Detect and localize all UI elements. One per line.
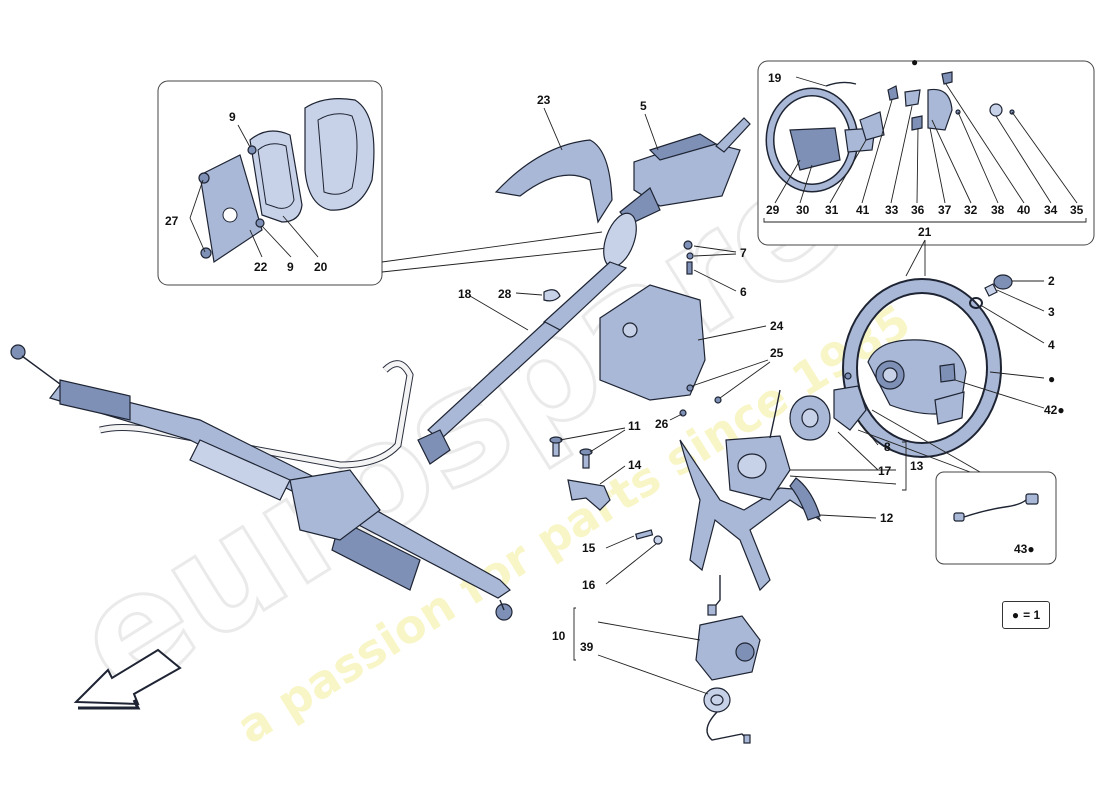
clock-spring: 8 17 13	[725, 372, 924, 501]
callout-40: 40	[1017, 203, 1031, 217]
callout-9b: 9	[287, 260, 294, 274]
cover-24: 24 25 26	[599, 284, 784, 431]
steering-rack	[10, 344, 513, 621]
quantity-legend: ● = 1	[1002, 601, 1050, 629]
callout-38: 38	[991, 203, 1005, 217]
callout-30: 30	[796, 203, 810, 217]
callout-34: 34	[1044, 203, 1058, 217]
callout-12: 12	[880, 511, 894, 525]
callout-5: 5	[640, 99, 647, 113]
callout-29: 29	[766, 203, 780, 217]
callout-32: 32	[964, 203, 978, 217]
callout-43: 43●	[1014, 542, 1035, 556]
bracket-14: 11 14	[549, 419, 642, 511]
legend-text: = 1	[1023, 608, 1041, 622]
bolt-15-16: 15 16	[582, 529, 663, 592]
callout-41: 41	[856, 203, 870, 217]
screw-icon	[198, 172, 210, 184]
callout-25: 25	[770, 346, 784, 360]
callout-31: 31	[825, 203, 839, 217]
inset-right-marker: ●	[911, 55, 918, 69]
washer-4	[969, 297, 983, 309]
callout-dot: ●	[1048, 372, 1055, 386]
callout-16: 16	[582, 578, 596, 592]
inset-bottom-frame: 43●	[857, 409, 1057, 565]
callout-22: 22	[254, 260, 268, 274]
callout-23: 23	[537, 93, 551, 107]
steering-wheel: 2 3 4 ● 42●	[842, 274, 1065, 458]
nut-icon	[247, 145, 257, 155]
nut-3	[984, 283, 998, 297]
paddle-bracket: 12	[679, 439, 894, 616]
callout-15: 15	[582, 541, 596, 555]
callout-14: 14	[628, 458, 642, 472]
callout-3: 3	[1048, 305, 1055, 319]
callout-11: 11	[628, 419, 641, 433]
callout-28: 28	[498, 287, 512, 301]
callout-13: 13	[910, 459, 924, 473]
gasket	[249, 130, 303, 223]
callout-17: 17	[878, 464, 892, 478]
callout-2: 2	[1048, 274, 1055, 288]
callout-33: 33	[885, 203, 899, 217]
callout-36: 36	[911, 203, 925, 217]
steering-column: 5 7 6	[542, 99, 751, 331]
wheel-hub	[789, 127, 841, 171]
callout-19: 19	[768, 71, 782, 85]
callout-20: 20	[314, 260, 328, 274]
callout-39: 39	[580, 640, 594, 654]
intermediate-shaft: 18 28	[417, 287, 562, 465]
callout-42: 42●	[1044, 403, 1065, 417]
lock-module: 10 39	[552, 607, 761, 744]
callout-26: 26	[655, 417, 669, 431]
callout-8: 8	[884, 440, 891, 454]
callout-9a: 9	[229, 110, 236, 124]
inset-right-frame: ● 19 29 30 31 41 33 36	[757, 55, 1095, 277]
nut-2	[993, 274, 1013, 290]
callout-35: 35	[1070, 203, 1084, 217]
callout-4: 4	[1048, 338, 1055, 352]
callout-18: 18	[458, 287, 472, 301]
callout-10: 10	[552, 629, 566, 643]
boot-seal	[304, 98, 375, 211]
callout-37: 37	[938, 203, 952, 217]
legend-dot-icon: ●	[1011, 608, 1020, 622]
callout-7: 7	[740, 246, 747, 260]
callout-24: 24	[770, 319, 784, 333]
direction-arrow	[73, 648, 182, 710]
cover-23: 23	[494, 93, 613, 224]
callout-27: 27	[165, 214, 179, 228]
callout-21: 21	[918, 225, 932, 239]
inset-left-frame: 9 27 22 9 20	[157, 80, 609, 286]
nut-icon	[255, 218, 265, 228]
screw-icon	[200, 247, 212, 259]
callout-6: 6	[740, 285, 747, 299]
